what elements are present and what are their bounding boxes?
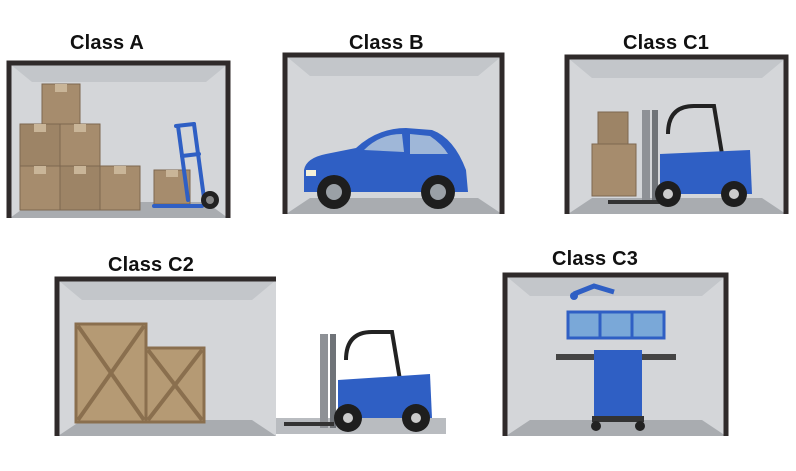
robotic-workstation bbox=[556, 283, 676, 431]
class-b-label: Class B bbox=[349, 32, 424, 54]
forklift bbox=[608, 104, 752, 207]
class-c1-label: Class C1 bbox=[623, 32, 710, 54]
cardboard-boxes bbox=[19, 83, 191, 211]
forklift bbox=[284, 330, 432, 432]
class-c2-room bbox=[52, 276, 452, 440]
wooden-crates bbox=[74, 322, 206, 424]
class-c3-room bbox=[502, 272, 730, 438]
class-a-label: Class A bbox=[70, 32, 145, 54]
hand-truck bbox=[152, 122, 206, 208]
class-b-room bbox=[282, 52, 506, 216]
car bbox=[304, 128, 468, 209]
class-c3-label: Class C3 bbox=[552, 248, 639, 270]
class-a-room bbox=[6, 60, 232, 220]
class-c1-room bbox=[564, 54, 790, 216]
class-c2-label: Class C2 bbox=[108, 254, 195, 276]
cardboard-boxes bbox=[591, 111, 637, 197]
